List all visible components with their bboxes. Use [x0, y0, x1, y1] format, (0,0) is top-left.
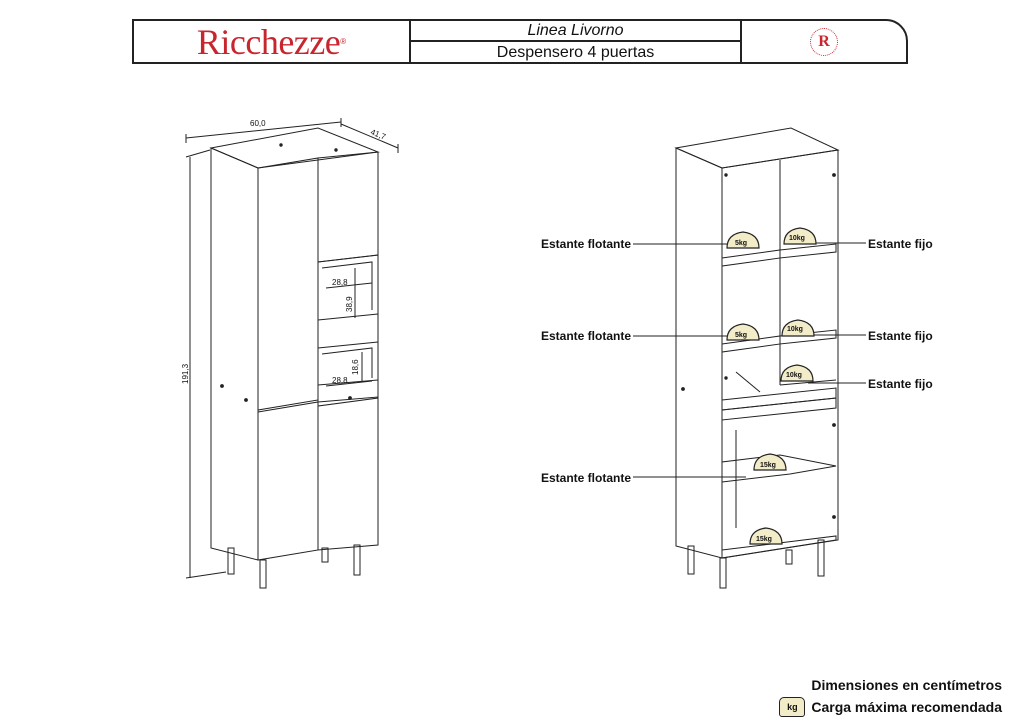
callout-fixed-shelf: Estante fijo — [868, 237, 933, 251]
callout-fixed-shelf: Estante fijo — [868, 329, 933, 343]
kg-badge-icon: kg — [779, 697, 806, 717]
weight-label: 15kg — [760, 462, 776, 469]
dim-niche-lower-height: 18,6 — [351, 359, 360, 375]
dim-niche-upper-height: 38,9 — [345, 296, 354, 312]
closed-cabinet — [185, 118, 399, 589]
weight-label: 5kg — [735, 332, 747, 339]
weight-label: 10kg — [786, 372, 802, 379]
callout-floating-shelf: Estante flotante — [541, 237, 631, 251]
dim-niche-upper-depth: 28,8 — [332, 278, 348, 287]
footer-notes: Dimensiones en centímetros kg Carga máxi… — [779, 674, 1002, 718]
weight-label: 10kg — [789, 235, 805, 242]
seal-letter: R — [818, 32, 830, 50]
brand-logo: Ricchezze® — [134, 21, 411, 62]
product-name: Despensero 4 puertas — [496, 44, 655, 61]
dim-niche-lower-depth: 28,8 — [332, 376, 348, 385]
title-cell: Linea Livorno Despensero 4 puertas — [411, 21, 742, 62]
dim-width: 60,0 — [250, 119, 266, 128]
brand-name: Ricchezze — [196, 21, 341, 62]
trademark-symbol: ® — [340, 37, 347, 46]
weight-label: 10kg — [787, 326, 803, 333]
dim-height: 191,3 — [181, 363, 190, 384]
weight-badge-icon — [749, 527, 783, 545]
seal-cell: R — [742, 21, 906, 62]
brand-seal-icon: R — [810, 27, 838, 56]
callout-floating-shelf: Estante flotante — [541, 471, 631, 485]
callout-floating-shelf: Estante flotante — [541, 329, 631, 343]
weight-badge-icon — [780, 364, 814, 382]
weight-badge-icon — [726, 323, 760, 341]
units-note: Dimensiones en centímetros — [811, 677, 1002, 693]
line-name: Linea Livorno — [411, 21, 740, 42]
weight-label: 5kg — [735, 240, 747, 247]
open-cabinet — [633, 127, 866, 589]
load-legend: kg Carga máxima recomendada — [779, 696, 1002, 718]
weight-badge-icon — [781, 319, 815, 337]
weight-label: 15kg — [756, 536, 772, 543]
weight-badge-icon — [753, 453, 787, 471]
title-block: Ricchezze® Linea Livorno Despensero 4 pu… — [132, 19, 908, 64]
legend-text: Carga máxima recomendada — [811, 699, 1002, 715]
callout-fixed-shelf: Estante fijo — [868, 377, 933, 391]
weight-badge-icon — [783, 227, 817, 245]
weight-badge-icon — [726, 231, 760, 249]
